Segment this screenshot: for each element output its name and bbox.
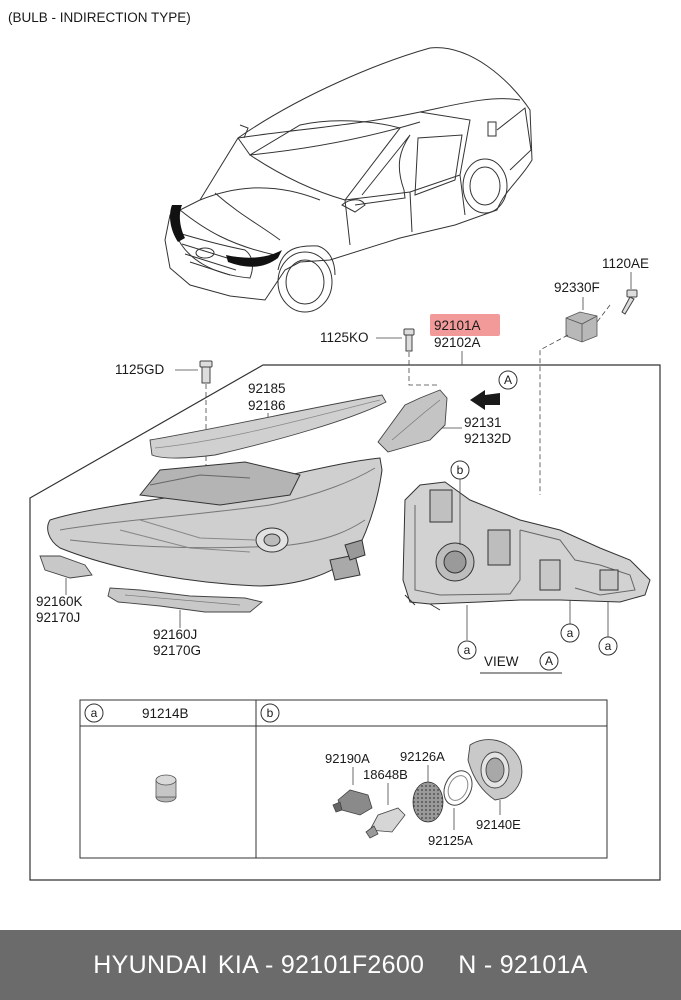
- callout-92102a: 92102A: [434, 335, 481, 350]
- callout-92186: 92186: [248, 398, 286, 413]
- headlamp-assembly: [47, 457, 383, 587]
- gasket-92125a-icon: [443, 770, 473, 806]
- table-marker-b: [260, 703, 280, 723]
- callout-1125gd: 1125GD: [115, 362, 165, 377]
- table-part-92125a: 92125A: [428, 833, 473, 848]
- table-part-92190a: 92190A: [325, 751, 370, 766]
- callout-92160k: 92160K: [36, 594, 83, 609]
- marker-a-view-2: [560, 623, 580, 643]
- screw-1120ae-icon: [621, 289, 638, 315]
- rear-housing-view: [402, 481, 651, 611]
- marker-a-view-1: [457, 640, 477, 660]
- callout-92330f: 92330F: [554, 280, 600, 295]
- footer-brand: HYUNDAI: [93, 950, 208, 979]
- svg-text:b: b: [267, 706, 274, 720]
- car-headlight-left: [170, 205, 185, 242]
- parts-table: [79, 699, 608, 859]
- header-note: (BULB - INDIRECTION TYPE): [8, 10, 191, 25]
- callout-92170g: 92170G: [153, 643, 201, 658]
- trim-strip-92185: [149, 394, 387, 459]
- mesh-cap-92126a-icon: [412, 781, 444, 823]
- table-part-91214b: 91214B: [142, 706, 189, 721]
- screw-1125ko-icon: [403, 328, 415, 352]
- svg-text:A: A: [545, 654, 553, 668]
- callout-92160j: 92160J: [153, 627, 197, 642]
- callout-92132d: 92132D: [464, 431, 512, 446]
- svg-text:a: a: [605, 639, 612, 653]
- callout-92101a: 92101A: [434, 318, 481, 333]
- svg-text:a: a: [464, 643, 471, 657]
- svg-text:b: b: [457, 463, 464, 477]
- screw-1125gd-icon: [199, 360, 213, 384]
- marker-a-view-3: [598, 636, 618, 656]
- car-illustration: [164, 47, 533, 313]
- cover-92140e-icon: [467, 739, 523, 801]
- callout-92131: 92131: [464, 415, 502, 430]
- highlight-92101a: [430, 314, 500, 336]
- callout-92170j: 92170J: [36, 610, 80, 625]
- callout-1125ko: 1125KO: [320, 330, 369, 345]
- bracket-92160k: [39, 555, 93, 579]
- bracket-92131: [377, 389, 448, 453]
- svg-text:a: a: [91, 706, 98, 720]
- marker-A-top: [498, 370, 518, 390]
- assembly-frame: [29, 364, 661, 881]
- car-headlight-right: [226, 250, 282, 267]
- bulb-socket-92190a-icon: [332, 789, 373, 816]
- callout-1120ae: 1120AE: [602, 256, 649, 271]
- svg-text:A: A: [504, 373, 512, 387]
- table-part-92126a: 92126A: [400, 749, 445, 764]
- view-label: VIEW: [484, 654, 519, 669]
- table-marker-a: [84, 703, 104, 723]
- footer-bar: HYUNDAI KIA - 92101F2600 N - 92101A: [0, 930, 681, 1000]
- parts-diagram: (BULB - INDIRECTION TYPE): [8, 10, 661, 881]
- bulb-18648b-icon: [365, 807, 406, 839]
- marker-A-view: [539, 651, 559, 671]
- footer-part-number: KIA - 92101F2600: [217, 950, 425, 979]
- view-direction-arrow-icon: [470, 390, 500, 410]
- grommet-91214b-icon: [155, 774, 177, 803]
- callout-92185: 92185: [248, 381, 286, 396]
- svg-text:a: a: [567, 626, 574, 640]
- footer-code: N - 92101A: [458, 950, 588, 979]
- table-part-92140e: 92140E: [476, 817, 521, 832]
- bracket-92330f-icon: [565, 311, 598, 343]
- table-part-18648b: 18648B: [363, 767, 408, 782]
